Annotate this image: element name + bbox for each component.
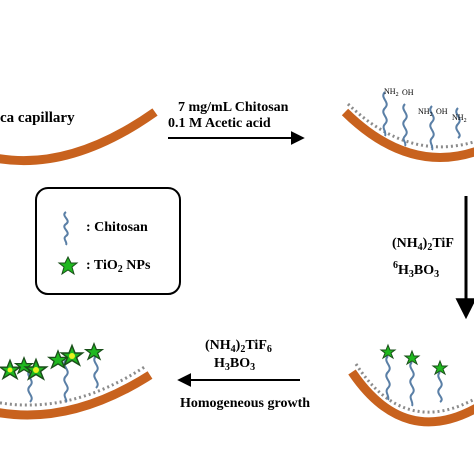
grown-capillary-wall xyxy=(0,371,153,420)
tio2-legend-icon xyxy=(57,255,79,276)
chitosan-chains-top xyxy=(382,91,461,151)
tio2-clusters-bottom-left xyxy=(0,341,105,381)
tio2-seeds-bottom-right xyxy=(379,343,449,376)
nh2-label-2: NH2 xyxy=(418,107,433,118)
legend-tio2-label: : TiO2 NPs xyxy=(86,258,151,275)
seeded-capillary-wall xyxy=(348,369,474,427)
chitosan-chains-bottom-right xyxy=(385,355,443,407)
capillary-label: ca capillary xyxy=(0,110,75,126)
oh-label-1: OH xyxy=(402,88,414,97)
oh-label-2: OH xyxy=(436,107,448,116)
nh2-label-1: NH2 xyxy=(384,87,399,98)
chitosan-legend-icon xyxy=(63,211,69,246)
step2-reagent-ammonium: (NH4)2TiF xyxy=(392,236,454,253)
step3-process-label: Homogeneous growth xyxy=(180,396,311,411)
bare-capillary-wall xyxy=(0,108,158,166)
coated-capillary-dots xyxy=(346,102,474,149)
legend-box xyxy=(35,187,181,295)
nh2-label-3: NH2 xyxy=(452,113,467,124)
tio2-cores-bottom-left xyxy=(7,353,75,373)
grown-capillary-dots xyxy=(0,364,147,407)
step2-reagent-boric: 6H3BO3 xyxy=(393,260,440,280)
seeded-capillary-dots xyxy=(354,363,474,414)
step3-reagent-ammonium: (NH4)2TiF6 xyxy=(205,338,272,355)
chitosan-chains-bottom-left xyxy=(27,355,99,403)
step1-reagent-chitosan: 7 mg/mL Chitosan xyxy=(178,100,289,115)
step1-reagent-acid: 0.1 M Acetic acid xyxy=(168,116,271,131)
legend-chitosan-label: : Chitosan xyxy=(86,220,148,235)
coated-capillary-wall xyxy=(341,108,474,162)
step3-reagent-boric: H3BO3 xyxy=(214,356,256,373)
